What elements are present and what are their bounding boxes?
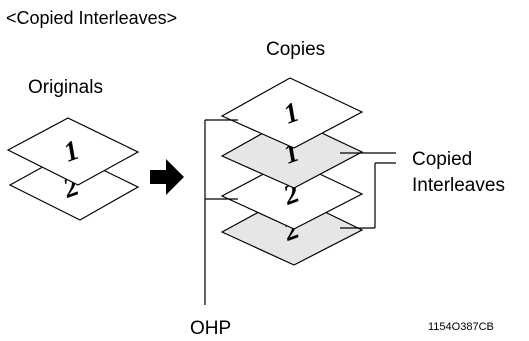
- right-arrow-icon: [150, 159, 184, 195]
- copied-interleaves-label-line1: Copied: [412, 149, 472, 170]
- original-sheet-1-shape: [6, 117, 140, 186]
- copied-interleaves-label-line2: Interleaves: [412, 175, 505, 196]
- original-sheet-1: 1: [6, 117, 140, 186]
- copy-sheet-1-ohp: 1: [220, 77, 364, 149]
- copies-label: Copies: [266, 39, 325, 60]
- figure-code: 1154O387CB: [428, 321, 494, 333]
- interleaves-connector: [340, 152, 396, 229]
- originals-label: Originals: [28, 77, 103, 98]
- copy-sheet-1-shape: [220, 77, 364, 149]
- ohp-label: OHP: [190, 318, 231, 339]
- heading-text: <Copied Interleaves>: [6, 8, 177, 28]
- ohp-connector: [204, 119, 238, 305]
